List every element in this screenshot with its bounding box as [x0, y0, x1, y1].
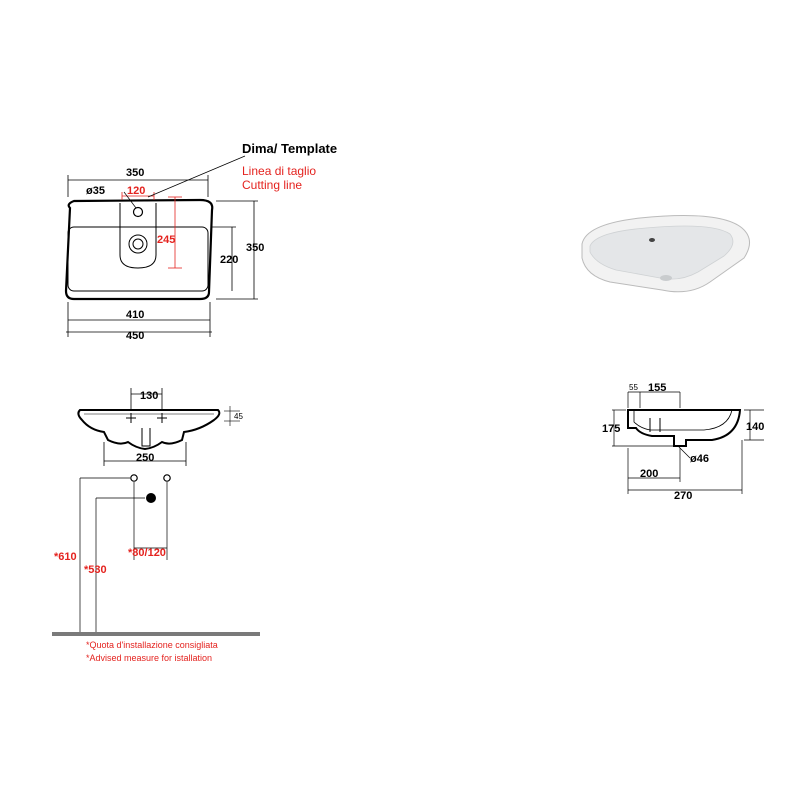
- tap-hole: [132, 206, 144, 218]
- dim-drain-diameter: ø46: [690, 453, 709, 465]
- section-view: [612, 391, 764, 494]
- top-view-outer-outline: [64, 198, 214, 301]
- top-view: [64, 155, 258, 337]
- dim-610-install: *610: [54, 551, 77, 563]
- dim-220-bowl: 220: [220, 254, 238, 266]
- dim-450: 450: [126, 330, 144, 342]
- floor-line: [52, 632, 260, 636]
- dim-55: 55: [629, 383, 638, 392]
- water-inlet-right: [163, 474, 171, 482]
- front-view: [77, 388, 240, 466]
- install-note-en: *Advised measure for istallation: [86, 653, 212, 663]
- dim-200: 200: [640, 468, 658, 480]
- dim-175: 175: [602, 423, 620, 435]
- waste-outlet: [146, 493, 156, 503]
- dim-410: 410: [126, 309, 144, 321]
- dim-270: 270: [674, 490, 692, 502]
- section-basin-outline: [627, 409, 742, 447]
- dim-140: 140: [746, 421, 764, 433]
- installation-schematic: [79, 474, 171, 632]
- top-view-inner-bowl: [67, 226, 209, 292]
- dim-130: 130: [140, 390, 158, 402]
- dim-530-install: *530: [84, 564, 107, 576]
- dim-155: 155: [648, 382, 666, 394]
- dim-350-depth: 350: [246, 242, 264, 254]
- water-inlet-left: [130, 474, 138, 482]
- front-view-basin-outline: [77, 409, 221, 451]
- drain-hole-outer: [128, 234, 148, 254]
- dim-45: 45: [234, 412, 243, 421]
- drain-hole-inner: [132, 238, 144, 250]
- dim-80-120-install: *80/120: [128, 547, 166, 559]
- dim-250: 250: [136, 452, 154, 464]
- dim-245-template: 245: [157, 234, 175, 246]
- top-view-tap-deck: [119, 203, 157, 269]
- basin-product-image: [581, 215, 750, 293]
- cutting-line-label-it: Linea di taglio: [242, 164, 316, 178]
- dim-120-template: 120: [127, 185, 145, 197]
- cutting-line-label-en: Cutting line: [242, 178, 302, 192]
- template-title: Dima/ Template: [242, 141, 337, 156]
- install-note-it: *Quota d'installazione consigliata: [86, 640, 218, 650]
- dim-tap-hole-diameter: ø35: [86, 185, 105, 197]
- dim-350-width: 350: [126, 167, 144, 179]
